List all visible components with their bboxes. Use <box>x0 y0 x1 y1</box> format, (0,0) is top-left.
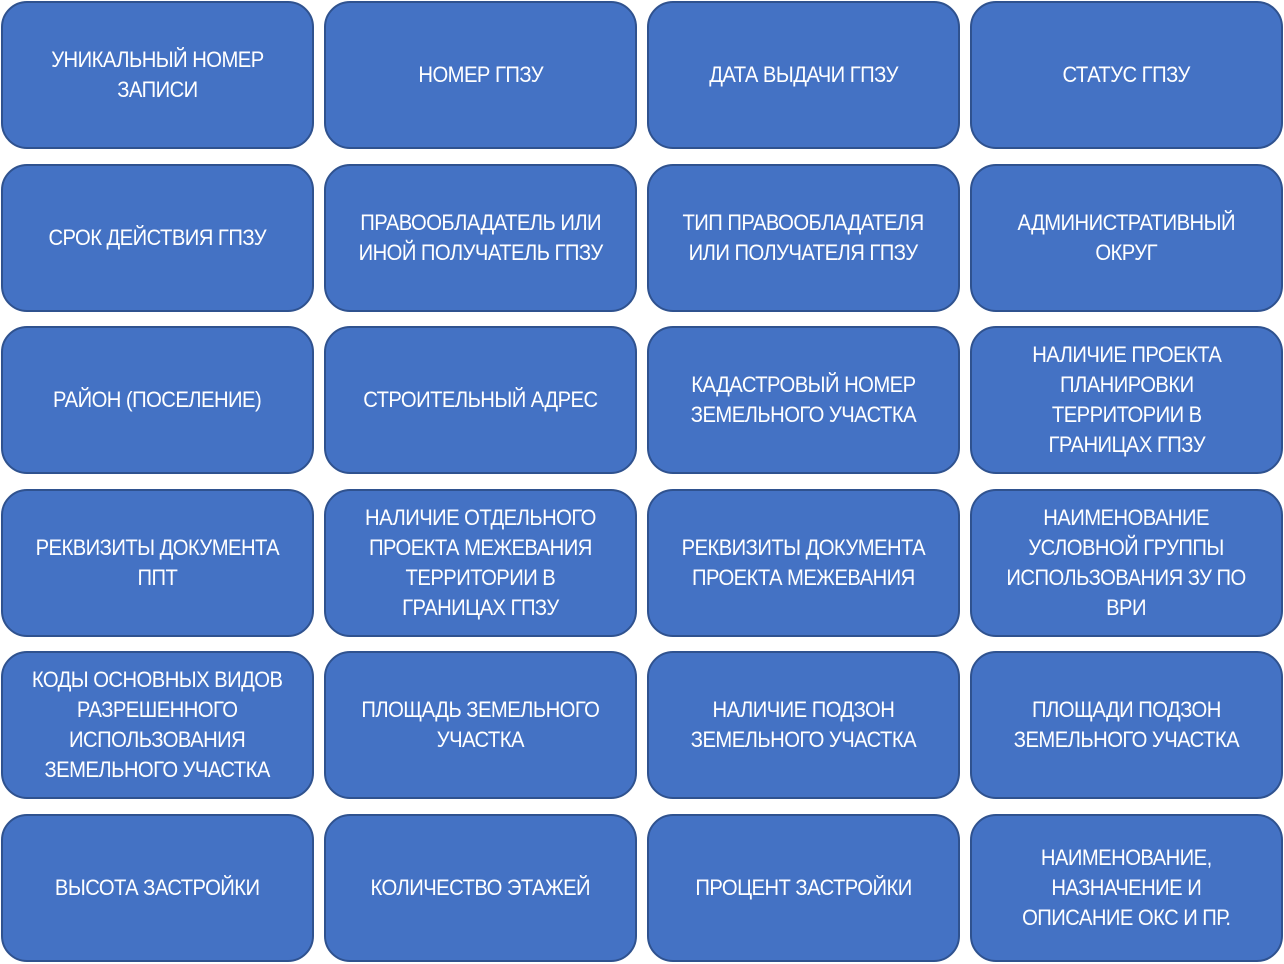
field-box: НОМЕР ГПЗУ <box>324 1 637 149</box>
field-box-label: КАДАСТРОВЫЙ НОМЕР ЗЕМЕЛЬНОГО УЧАСТКА <box>690 372 917 428</box>
field-box: НАЛИЧИЕ ПРОЕКТА ПЛАНИРОВКИ ТЕРРИТОРИИ В … <box>970 326 1283 475</box>
field-box: ДАТА ВЫДАЧИ ГПЗУ <box>647 1 960 149</box>
field-box-label: УНИКАЛЬНЫЙ НОМЕР ЗАПИСИ <box>51 47 264 102</box>
field-box-label: СТАТУС ГПЗУ <box>1062 62 1191 87</box>
field-box-label: СТРОИТЕЛЬНЫЙ АДРЕС <box>363 387 598 413</box>
field-box: СТРОИТЕЛЬНЫЙ АДРЕС <box>324 326 637 475</box>
field-box: КОДЫ ОСНОВНЫХ ВИДОВ РАЗРЕШЕННОГО ИСПОЛЬЗ… <box>1 651 314 800</box>
field-box-label: КОЛИЧЕСТВО ЭТАЖЕЙ <box>370 874 591 900</box>
field-box-label: ВЫСОТА ЗАСТРОЙКИ <box>55 874 260 900</box>
field-box: НАИМЕНОВАНИЕ, НАЗНАЧЕНИЕ И ОПИСАНИЕ ОКС … <box>970 813 1283 962</box>
field-box: ПЛОЩАДЬ ЗЕМЕЛЬНОГО УЧАСТКА <box>324 651 637 800</box>
field-box-label: ПЛОЩАДЬ ЗЕМЕЛЬНОГО УЧАСТКА <box>361 697 601 753</box>
field-box-label: ДАТА ВЫДАЧИ ГПЗУ <box>709 62 898 87</box>
field-box-label: ПРОЦЕНТ ЗАСТРОЙКИ <box>695 874 912 900</box>
field-box: НАЛИЧИЕ ОТДЕЛЬНОГО ПРОЕКТА МЕЖЕВАНИЯ ТЕР… <box>324 488 637 637</box>
field-box: СРОК ДЕЙСТВИЯ ГПЗУ <box>1 163 314 312</box>
field-box-label: РЕКВИЗИТЫ ДОКУМЕНТА ППТ <box>35 534 280 590</box>
field-box-label: НАИМЕНОВАНИЕ УСЛОВНОЙ ГРУППЫ ИСПОЛЬЗОВАН… <box>1006 504 1247 620</box>
field-box-label: КОДЫ ОСНОВНЫХ ВИДОВ РАЗРЕШЕННОГО ИСПОЛЬЗ… <box>32 667 283 783</box>
field-box: ПЛОЩАДИ ПОДЗОН ЗЕМЕЛЬНОГО УЧАСТКА <box>970 651 1283 800</box>
field-box-label: НАЛИЧИЕ ПОДЗОН ЗЕМЕЛЬНОГО УЧАСТКА <box>690 697 917 753</box>
field-box: ТИП ПРАВООБЛАДАТЕЛЯ ИЛИ ПОЛУЧАТЕЛЯ ГПЗУ <box>647 163 960 312</box>
field-box-label: РЕКВИЗИТЫ ДОКУМЕНТА ПРОЕКТА МЕЖЕВАНИЯ <box>681 534 926 590</box>
field-box-label: НАЛИЧИЕ ПРОЕКТА ПЛАНИРОВКИ ТЕРРИТОРИИ В … <box>1031 342 1222 458</box>
field-box: СТАТУС ГПЗУ <box>970 1 1283 149</box>
field-box-label: НАИМЕНОВАНИЕ, НАЗНАЧЕНИЕ И ОПИСАНИЕ ОКС … <box>1022 844 1231 930</box>
field-box: РЕКВИЗИТЫ ДОКУМЕНТА ПРОЕКТА МЕЖЕВАНИЯ <box>647 488 960 637</box>
field-box: ПРАВООБЛАДАТЕЛЬ ИЛИ ИНОЙ ПОЛУЧАТЕЛЬ ГПЗУ <box>324 163 637 312</box>
field-box-label: АДМИНИСТРАТИВНЫЙ ОКРУГ <box>1017 209 1236 265</box>
field-box: РЕКВИЗИТЫ ДОКУМЕНТА ППТ <box>1 488 314 637</box>
field-box-label: ПЛОЩАДИ ПОДЗОН ЗЕМЕЛЬНОГО УЧАСТКА <box>1013 697 1240 753</box>
field-box: НАЛИЧИЕ ПОДЗОН ЗЕМЕЛЬНОГО УЧАСТКА <box>647 651 960 800</box>
field-box: КАДАСТРОВЫЙ НОМЕР ЗЕМЕЛЬНОГО УЧАСТКА <box>647 326 960 475</box>
field-box: КОЛИЧЕСТВО ЭТАЖЕЙ <box>324 813 637 962</box>
field-box: НАИМЕНОВАНИЕ УСЛОВНОЙ ГРУППЫ ИСПОЛЬЗОВАН… <box>970 488 1283 637</box>
field-box: АДМИНИСТРАТИВНЫЙ ОКРУГ <box>970 163 1283 312</box>
field-box-label: ТИП ПРАВООБЛАДАТЕЛЯ ИЛИ ПОЛУЧАТЕЛЯ ГПЗУ <box>682 209 925 265</box>
field-box: ПРОЦЕНТ ЗАСТРОЙКИ <box>647 813 960 962</box>
field-box-label: ПРАВООБЛАДАТЕЛЬ ИЛИ ИНОЙ ПОЛУЧАТЕЛЬ ГПЗУ <box>358 209 603 265</box>
field-box: УНИКАЛЬНЫЙ НОМЕР ЗАПИСИ <box>1 1 314 149</box>
field-box-label: НОМЕР ГПЗУ <box>418 62 543 87</box>
field-box-label: НАЛИЧИЕ ОТДЕЛЬНОГО ПРОЕКТА МЕЖЕВАНИЯ ТЕР… <box>365 504 596 620</box>
field-box: РАЙОН (ПОСЕЛЕНИЕ) <box>1 326 314 475</box>
field-box-label: РАЙОН (ПОСЕЛЕНИЕ) <box>53 387 262 413</box>
field-box: ВЫСОТА ЗАСТРОЙКИ <box>1 813 314 962</box>
field-box-label: СРОК ДЕЙСТВИЯ ГПЗУ <box>48 224 267 250</box>
